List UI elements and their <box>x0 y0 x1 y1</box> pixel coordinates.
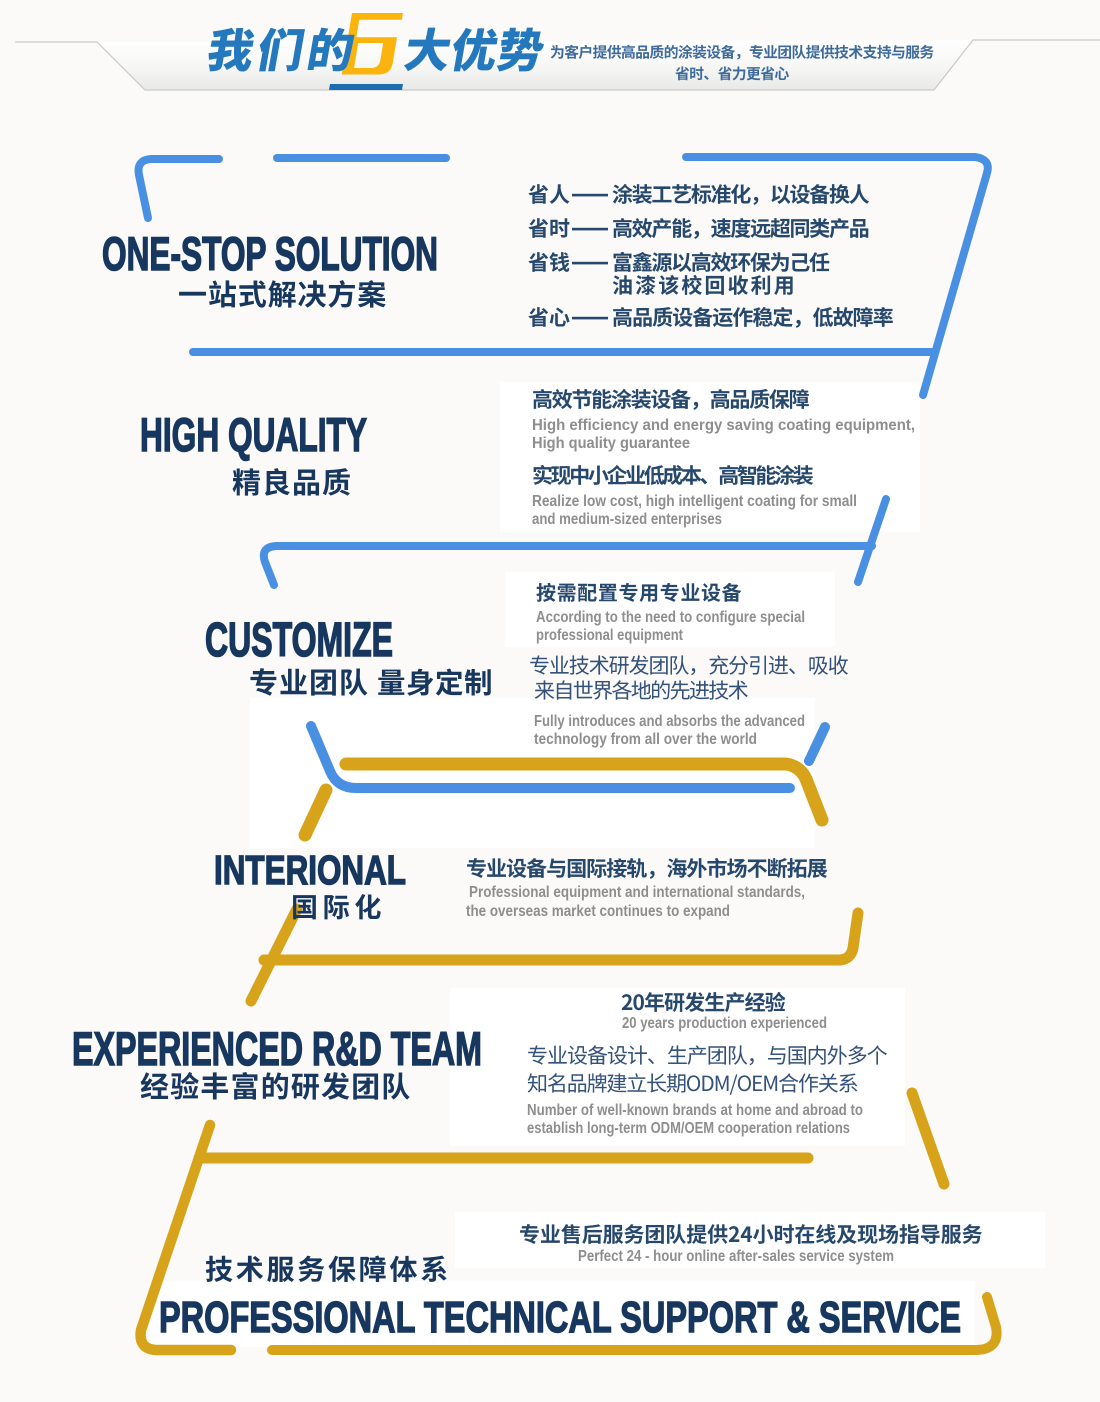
svg-text:20 years production experience: 20 years production experienced <box>622 1015 827 1032</box>
svg-text:EXPERIENCED R&D TEAM: EXPERIENCED R&D TEAM <box>72 1022 482 1075</box>
svg-text:Number of well-known brands at: Number of well-known brands at home and … <box>527 1102 863 1119</box>
svg-text:PROFESSIONAL TECHNICAL SUPPORT: PROFESSIONAL TECHNICAL SUPPORT & SERVICE <box>159 1293 961 1342</box>
svg-text:HIGH QUALITY: HIGH QUALITY <box>140 408 367 461</box>
svg-text:According to the need to confi: According to the need to configure speci… <box>536 609 805 626</box>
svg-text:ONE-STOP SOLUTION: ONE-STOP SOLUTION <box>102 227 438 280</box>
svg-text:and medium-sized enterprises: and medium-sized enterprises <box>532 511 722 528</box>
svg-text:Fully introduces and absorbs t: Fully introduces and absorbs the advance… <box>534 713 805 730</box>
svg-text:INTERIONAL: INTERIONAL <box>214 847 406 893</box>
svg-text:Professional equipment and int: Professional equipment and international… <box>469 884 805 901</box>
svg-text:High quality guarantee: High quality guarantee <box>532 435 690 452</box>
svg-text:Perfect 24 - hour online after: Perfect 24 - hour online after-sales ser… <box>578 1248 894 1265</box>
svg-text:Realize low cost, high intelli: Realize low cost, high intelligent coati… <box>532 493 857 510</box>
svg-text:technology from all over the w: technology from all over the world <box>534 731 757 748</box>
svg-text:professional equipment: professional equipment <box>536 627 684 644</box>
svg-text:the overseas market continues: the overseas market continues to expand <box>466 903 730 920</box>
svg-text:CUSTOMIZE: CUSTOMIZE <box>205 614 393 667</box>
svg-text:establish long-term ODM/OEM co: establish long-term ODM/OEM cooperation … <box>527 1120 850 1137</box>
svg-text:High efficiency and energy sav: High efficiency and energy saving coatin… <box>532 417 915 434</box>
